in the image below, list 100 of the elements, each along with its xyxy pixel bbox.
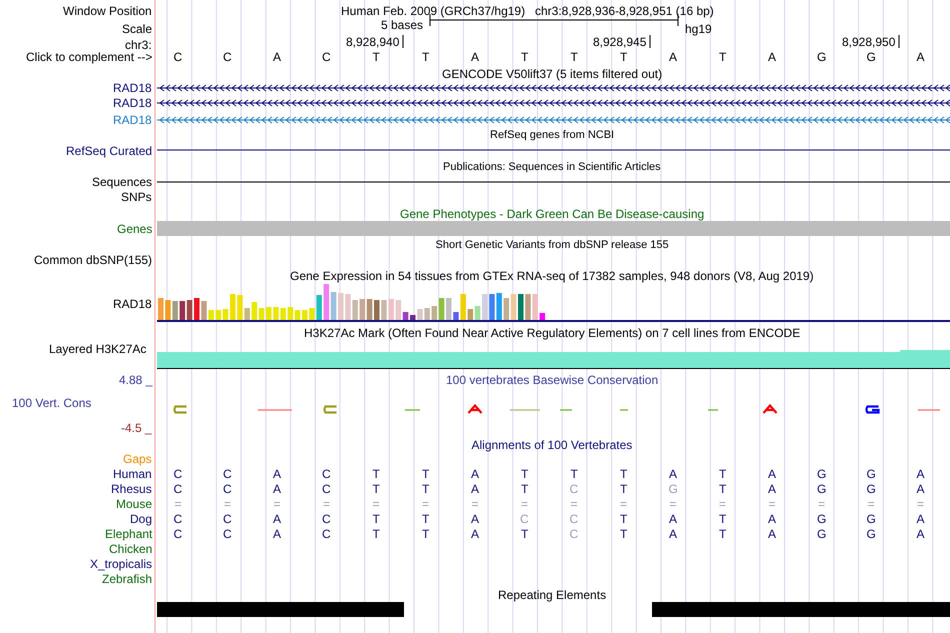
aligned-base: C	[174, 482, 182, 496]
aligned-base: C	[223, 467, 232, 481]
track-label: Genes	[117, 222, 152, 236]
base-letter: C	[174, 50, 182, 64]
aligned-base: A	[273, 512, 282, 526]
aligned-base: G	[866, 467, 876, 481]
aligned-base: A	[768, 482, 776, 496]
aligned-base: =	[570, 497, 578, 511]
coordinate-text: 8,928,945	[593, 35, 646, 49]
aligned-base: =	[422, 497, 430, 511]
aligned-base: C	[322, 512, 331, 526]
aligned-base: T	[521, 467, 528, 481]
aligned-base: T	[719, 482, 726, 496]
track-title: H3K27Ac Mark (Often Found Near Active Regulatory Elements) on 7 cell lines from ENCODE	[304, 326, 800, 340]
aligned-base: A	[471, 467, 480, 481]
aligned-base: C	[570, 482, 578, 496]
species-label: Dog	[130, 512, 152, 526]
base-letter: A	[669, 50, 678, 64]
aligned-base: G	[866, 512, 876, 526]
track-label: RefSeq Curated	[66, 144, 152, 158]
aligned-base: G	[866, 527, 876, 541]
coordinate-text: 8,928,940	[346, 35, 400, 49]
aligned-base: T	[620, 527, 628, 541]
aligned-base: T	[372, 512, 380, 526]
base-letter: T	[719, 50, 726, 64]
aligned-base: C	[174, 512, 182, 526]
aligned-base: A	[768, 467, 776, 481]
aligned-base: A	[916, 527, 925, 541]
aligned-base: =	[868, 497, 875, 511]
base-letter: C	[223, 50, 232, 64]
row-label: Scale	[122, 22, 152, 36]
base-letter: T	[620, 50, 628, 64]
aligned-base: =	[818, 497, 826, 511]
aligned-base: G	[817, 527, 826, 541]
aligned-base: T	[422, 482, 430, 496]
base-letter: T	[422, 50, 430, 64]
species-label: Elephant	[105, 527, 152, 541]
row-label: Window Position	[63, 4, 152, 18]
track-title: Repeating Elements	[498, 588, 606, 602]
aligned-base: A	[916, 482, 925, 496]
aligned-base: C	[322, 482, 331, 496]
aligned-base: A	[471, 482, 480, 496]
row-label: chr3:	[125, 38, 152, 52]
species-label: Mouse	[116, 497, 152, 511]
aligned-base: A	[273, 482, 282, 496]
track-title: GENCODE V50lift37 (5 items filtered out)	[442, 67, 662, 81]
aligned-base: A	[273, 467, 282, 481]
aligned-base: A	[768, 512, 776, 526]
track-label: Sequences	[92, 175, 152, 189]
track-title: Short Genetic Variants from dbSNP release 155	[436, 238, 669, 252]
track-label: RAD18	[113, 81, 152, 95]
base-letter: C	[322, 50, 331, 64]
aligned-base: T	[719, 512, 726, 526]
aligned-base: C	[570, 512, 578, 526]
aligned-base: T	[521, 527, 528, 541]
assembly-text: Human Feb. 2009 (GRCh37/hg19)	[341, 4, 526, 18]
track-title: RefSeq genes from NCBI	[490, 128, 614, 142]
species-label: Chicken	[109, 542, 152, 556]
base-letter: G	[866, 50, 876, 64]
aligned-base: G	[817, 467, 826, 481]
track-title: Gene Phenotypes - Dark Green Can Be Disease-causing	[400, 207, 704, 221]
scale-text: 5 bases	[381, 18, 424, 32]
species-label: Human	[113, 467, 152, 481]
base-letter: T	[372, 50, 380, 64]
aligned-base: T	[372, 527, 380, 541]
aligned-base: A	[471, 512, 480, 526]
aligned-base: =	[768, 497, 776, 511]
aligned-base: T	[719, 467, 726, 481]
aligned-base: =	[917, 497, 924, 511]
base-letter: T	[521, 50, 528, 64]
aligned-base: T	[521, 482, 528, 496]
species-label: Gaps	[123, 452, 152, 466]
aligned-base: A	[669, 527, 678, 541]
track-label: SNPs	[121, 190, 152, 204]
aligned-base: C	[322, 467, 331, 481]
track-label: 100 Vert. Cons	[12, 396, 92, 410]
aligned-base: A	[916, 512, 925, 526]
aligned-base: C	[223, 512, 232, 526]
aligned-base: T	[620, 482, 628, 496]
species-label: X_tropicalis	[90, 557, 152, 571]
aligned-base: T	[372, 467, 380, 481]
track-title: Publications: Sequences in Scientific Articles	[443, 160, 661, 174]
aligned-base: C	[570, 527, 578, 541]
track-title: Alignments of 100 Vertebrates	[472, 438, 632, 452]
aligned-base: =	[174, 497, 182, 511]
axis-value: -4.5 _	[121, 421, 152, 435]
base-letter: A	[768, 50, 776, 64]
aligned-base: =	[274, 497, 281, 511]
aligned-base: A	[916, 467, 925, 481]
aligned-base: T	[620, 512, 628, 526]
aligned-base: =	[719, 497, 726, 511]
assembly-text: hg19	[685, 22, 712, 36]
aligned-base: T	[422, 467, 430, 481]
base-letter: T	[570, 50, 578, 64]
aligned-base: G	[866, 482, 876, 496]
aligned-base: A	[669, 512, 678, 526]
base-letter: A	[916, 50, 925, 64]
coordinate-text: 8,928,950	[842, 35, 896, 49]
aligned-base: =	[372, 497, 380, 511]
aligned-base: T	[719, 527, 726, 541]
